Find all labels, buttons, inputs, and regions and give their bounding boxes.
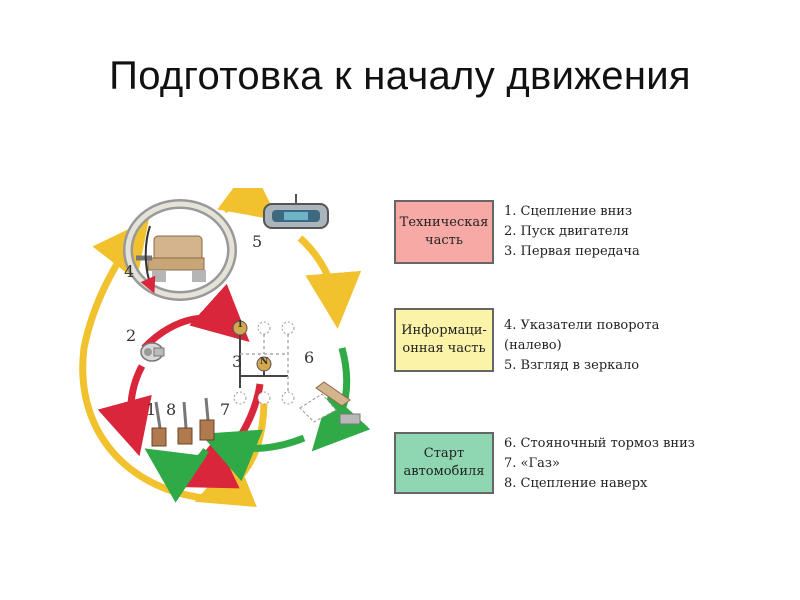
- step-item: 1. Сцепление вниз: [504, 204, 633, 219]
- category-title-start: Старт автомобиля: [403, 446, 485, 479]
- step-item: 2. Пуск двигателя: [504, 224, 629, 239]
- step-item: 5. Взгляд в зеркало: [504, 358, 640, 373]
- gear-label-first: 1: [237, 320, 244, 330]
- category-title-technical: Техническая часть: [399, 215, 489, 248]
- yellow-arrow-wheel-to-mirror: [217, 188, 279, 221]
- parking-brake-icon: [299, 381, 361, 425]
- green-arrow-pedals: [144, 447, 209, 503]
- step-label-3: 3: [232, 352, 243, 371]
- rear-view-mirror-icon: [263, 194, 329, 229]
- step-label-5: 5: [252, 232, 263, 251]
- step-item: 4. Указатели поворота (налево): [504, 318, 660, 353]
- steps-list-information: 4. Указатели поворота (налево) 5. Взгляд…: [504, 316, 720, 376]
- step-label-2: 2: [126, 326, 137, 345]
- gear-label-neutral: N: [260, 357, 269, 367]
- steps-list-technical: 1. Сцепление вниз 2. Пуск двигателя 3. П…: [504, 202, 640, 262]
- yellow-arrow-mirror-down: [297, 235, 362, 329]
- step-label-1: 1: [146, 400, 157, 419]
- category-box-technical: Техническая часть: [394, 200, 494, 264]
- step-label-7: 7: [220, 400, 231, 419]
- category-box-information: Информаци- онная часть: [394, 308, 494, 372]
- red-arrow-top: [141, 283, 250, 351]
- green-arrow-bottom-left: [200, 429, 306, 482]
- category-title-information: Информаци- онная часть: [401, 323, 487, 356]
- red-arrow-left: [97, 364, 152, 457]
- gear-shift-diagram-icon: [232, 320, 295, 405]
- step-label-8: 8: [166, 400, 177, 419]
- step-item: 7. «Газ»: [504, 456, 560, 471]
- steps-list-start: 6. Стояночный тормоз вниз 7. «Газ» 8. Сц…: [504, 434, 695, 494]
- step-label-6: 6: [304, 348, 315, 367]
- diagram-drawing: [64, 188, 380, 508]
- steering-wheel-icon: [123, 199, 237, 301]
- category-box-start: Старт автомобиля: [394, 432, 494, 494]
- ignition-key-icon: [140, 342, 165, 362]
- pedals-icon: [151, 397, 215, 447]
- green-arrow-right-down: [311, 347, 371, 452]
- driving-start-diagram: 4 5 2 3 6 1 8 7 1 N Техническая часть 1.…: [64, 188, 720, 508]
- step-item: 8. Сцепление наверх: [504, 476, 648, 491]
- page-title: Подготовка к началу движения: [109, 54, 691, 98]
- step-item: 6. Стояночный тормоз вниз: [504, 436, 695, 451]
- step-item: 3. Первая передача: [504, 244, 640, 259]
- step-label-4: 4: [124, 262, 135, 281]
